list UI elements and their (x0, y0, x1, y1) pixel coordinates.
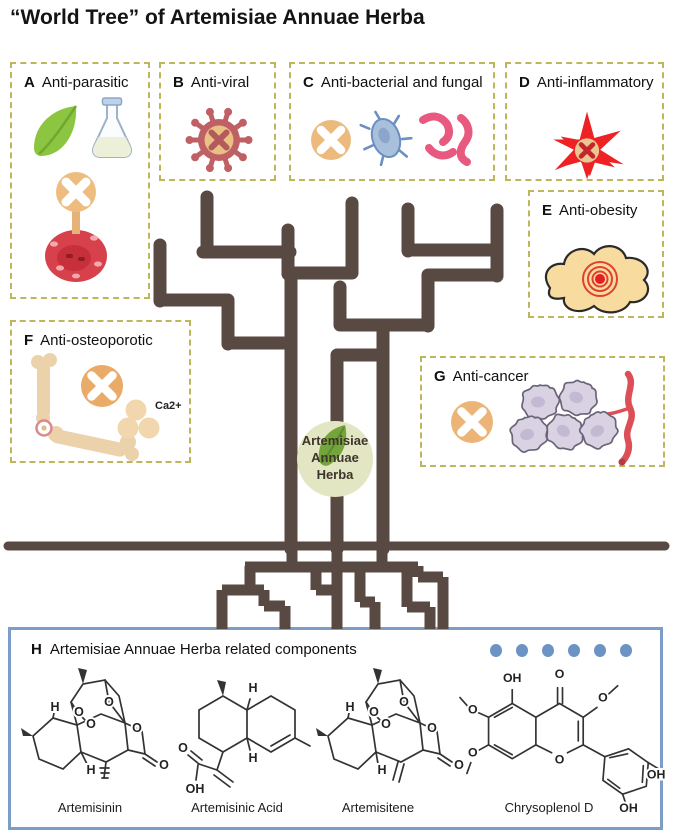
atom-label: O (132, 721, 142, 735)
atom-label: H (377, 763, 386, 777)
bone-icons (31, 353, 160, 461)
panel-anti-osteoporotic: F Anti-osteoporotic Ca2+ (10, 320, 191, 463)
atom-label: O (159, 758, 169, 772)
panel-a-letter: A (24, 74, 35, 91)
bacterium-icon (359, 110, 413, 167)
panel-d-letter: D (519, 74, 530, 91)
dot-icon (620, 644, 632, 657)
atom-label: O (381, 717, 391, 731)
atom-label: OH (503, 671, 522, 685)
herb-label-line3: Herba (316, 467, 354, 482)
leaf-icon (34, 105, 78, 156)
atom-label: OH (647, 767, 666, 781)
tree-roots (216, 546, 449, 629)
panel-a-label: Anti-parasitic (41, 74, 129, 91)
panel-anti-obesity: E Anti-obesity (528, 190, 664, 318)
atom-label: O (468, 702, 478, 716)
atom-label: O (468, 746, 478, 760)
panel-c-letter: C (303, 74, 314, 91)
panel-h-letter: H (31, 641, 42, 658)
calcium-label: Ca2+ (155, 400, 182, 412)
panel-b-header: B Anti-viral (173, 74, 249, 91)
panel-f-label: Anti-osteoporotic (40, 332, 153, 349)
structure-chrysoplenol-d: OH O O O O O OH OH (459, 665, 666, 817)
panel-h-header: H Artemisiae Annuae Herba related compone… (31, 641, 357, 658)
fungi-icon (419, 112, 473, 166)
structure-artemisinic-acid: O OH H H (176, 679, 311, 798)
panel-anti-parasitic: A Anti-parasitic (10, 62, 150, 299)
panel-d-header: D Anti-inflammatory (519, 74, 654, 91)
antibacterial-icons (311, 110, 473, 167)
panel-f-letter: F (24, 332, 34, 349)
cancer-cells-icon (509, 379, 619, 453)
panel-b-label: Anti-viral (190, 74, 250, 91)
atom-label: OH (619, 801, 638, 815)
dots-row (490, 644, 632, 657)
atom-label: H (248, 751, 257, 765)
fat-tissue-icon (544, 245, 650, 314)
panel-c-label: Anti-bacterial and fungal (320, 74, 483, 91)
blood-vessel-icon (618, 370, 635, 466)
atom-label: O (555, 753, 565, 767)
panel-h-label: Artemisiae Annuae Herba related componen… (49, 641, 357, 658)
dot-icon (568, 644, 580, 657)
herb-label-line2: Annuae (311, 450, 359, 465)
atom-label: O (399, 695, 409, 709)
atom-label: H (86, 763, 95, 777)
panel-a-header: A Anti-parasitic (24, 74, 129, 91)
atom-label: H (50, 700, 59, 714)
atom-label: H (345, 700, 354, 714)
panel-anti-inflammatory: D Anti-inflammatory (505, 62, 664, 181)
panel-e-letter: E (542, 202, 553, 219)
panel-anti-bacterial: C Anti-bacterial and fungal (289, 62, 495, 181)
panel-e-header: E Anti-obesity (542, 202, 637, 219)
compound-name-chrysoplenol-d: Chrysoplenol D (504, 800, 594, 815)
atom-label: O (369, 705, 379, 719)
atom-label: O (86, 717, 96, 731)
dot-icon (516, 644, 528, 657)
herb-label-circle: Artemisiae Annuae Herba (297, 421, 373, 497)
herb-label-line1: Artemisiae (301, 433, 369, 448)
atom-label: O (454, 758, 464, 772)
compound-name-artemisitene: Artemisitene (341, 800, 415, 815)
inhibit-virus-icon (185, 107, 253, 173)
atom-label: H (248, 681, 257, 695)
panel-e-label: Anti-obesity (559, 202, 638, 219)
panel-d-label: Anti-inflammatory (536, 74, 654, 91)
dot-icon (490, 644, 502, 657)
atom-label: O (555, 667, 565, 681)
inhibit-parasite-icon (45, 172, 107, 282)
atom-label: O (74, 705, 84, 719)
atom-label: O (598, 691, 608, 705)
figure-title: “World Tree” of Artemisiae Annuae Herba (10, 6, 425, 29)
panel-anti-viral: B Anti-viral (159, 62, 276, 181)
atom-label: O (178, 741, 188, 755)
flask-icon (91, 97, 133, 158)
atom-label: OH (186, 782, 205, 796)
panel-f-header: F Anti-osteoporotic (24, 332, 153, 349)
dot-icon (594, 644, 606, 657)
panel-c-header: C Anti-bacterial and fungal (303, 74, 483, 91)
atom-label: O (427, 721, 437, 735)
compound-name-artemisinin: Artemisinin (57, 800, 123, 815)
compound-name-artemisinic-acid: Artemisinic Acid (191, 800, 283, 815)
anticancer-icons (451, 370, 635, 466)
inflammation-burst-icon (553, 111, 624, 180)
dot-icon (542, 644, 554, 657)
panel-components: H Artemisiae Annuae Herba related compone… (8, 627, 666, 830)
panel-b-letter: B (173, 74, 184, 91)
atom-label: O (104, 695, 114, 709)
